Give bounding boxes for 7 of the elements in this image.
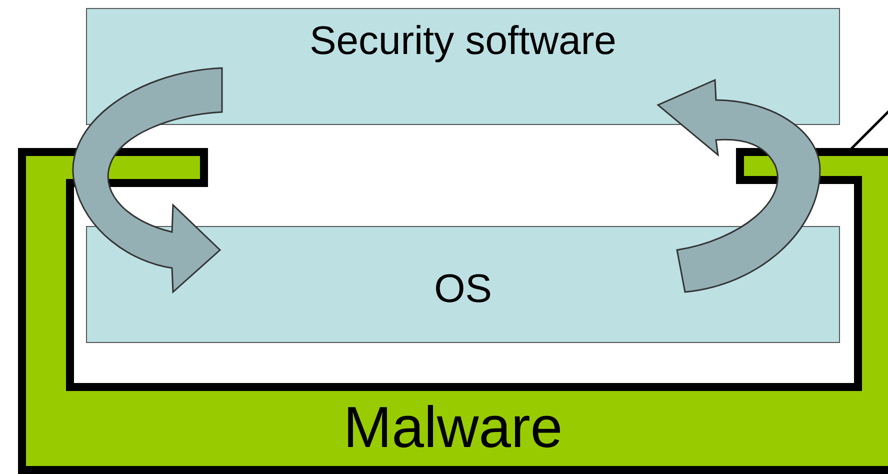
frame-label: Malware (342, 394, 564, 462)
os-box (86, 226, 840, 343)
box-label: OS (434, 267, 492, 312)
software-box (86, 8, 840, 125)
box-label: Security software (310, 19, 616, 64)
curved-block-arrow (657, 79, 821, 293)
curved-block-arrow (72, 67, 223, 293)
